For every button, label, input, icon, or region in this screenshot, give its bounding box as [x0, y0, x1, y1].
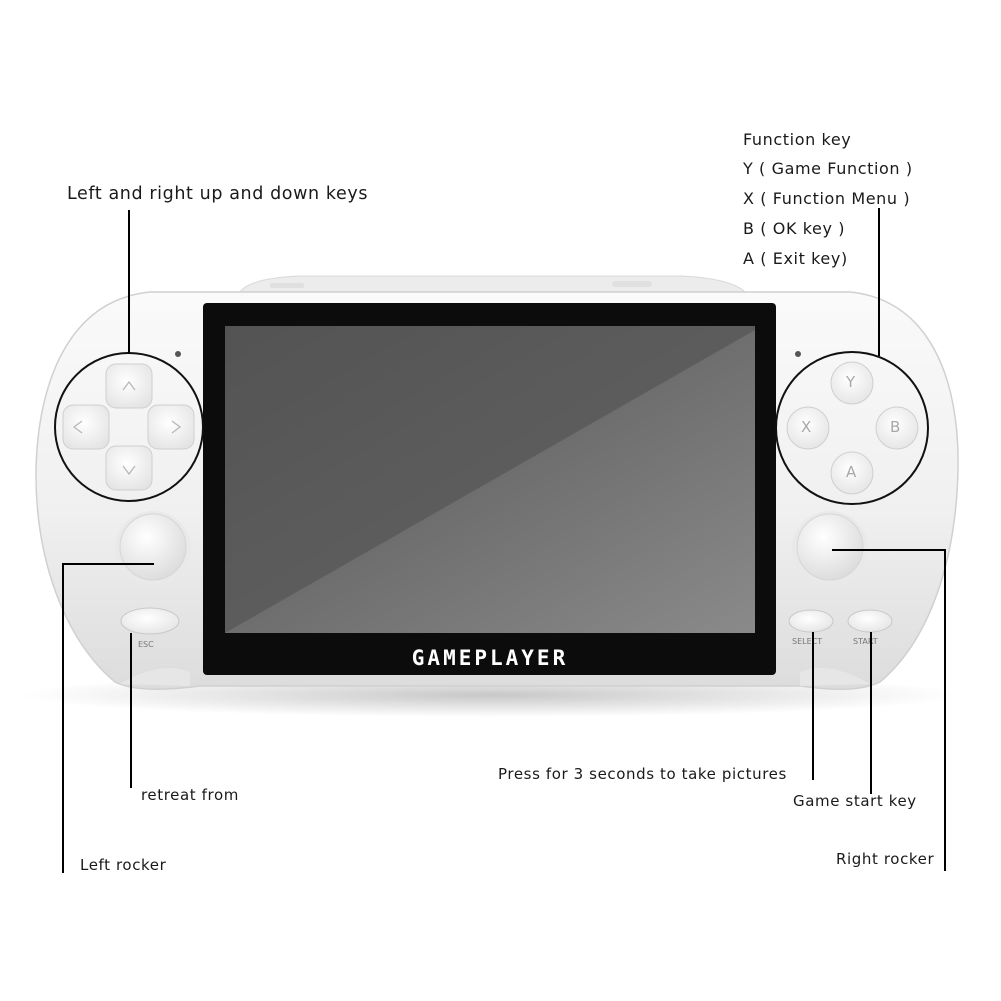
x-button-label: X — [801, 418, 812, 436]
dpad-callout-line — [128, 210, 130, 354]
right-rocker-callout-v — [944, 549, 946, 871]
brand-logo-text: GAMEPLAYER — [411, 646, 569, 670]
function-x-label: X ( Function Menu ) — [743, 189, 911, 208]
screen-reflection — [225, 326, 755, 633]
esc-button — [120, 607, 180, 635]
a-button-label: A — [846, 463, 857, 481]
b-button-label: B — [890, 418, 901, 436]
top-button-left — [270, 283, 304, 288]
left-rocker-callout-h — [62, 563, 154, 565]
top-ridge — [239, 275, 747, 293]
function-y-label: Y ( Game Function ) — [743, 159, 913, 178]
top-button-right — [612, 281, 652, 287]
left-rocker-callout-v — [62, 563, 64, 873]
select-callout-line — [812, 632, 814, 780]
right-analog-stick — [796, 513, 864, 581]
right-rocker-callout-label: Right rocker — [836, 850, 935, 868]
right-grip-edge — [800, 668, 870, 686]
start-button-label: START — [853, 637, 878, 646]
function-b-label: B ( OK key ) — [743, 219, 846, 238]
right-rocker-callout-h — [832, 549, 946, 551]
dpad-callout-label: Left and right up and down keys — [67, 184, 369, 204]
left-indicator-dot — [175, 351, 181, 357]
left-rocker-callout-label: Left rocker — [80, 856, 167, 874]
left-grip-edge — [120, 668, 190, 686]
retreat-callout-label: retreat from — [141, 786, 239, 804]
start-callout-line — [870, 632, 872, 794]
face-buttons — [786, 361, 919, 495]
function-key-title: Function key — [743, 130, 852, 149]
esc-callout-line — [130, 633, 132, 788]
select-button — [788, 609, 834, 633]
esc-button-label: ESC — [138, 640, 154, 649]
select-button-label: SELECT — [792, 637, 823, 646]
face-buttons-highlight-ring — [775, 351, 929, 505]
function-a-label: A ( Exit key) — [743, 249, 848, 268]
select-callout-label: Press for 3 seconds to take pictures — [498, 765, 787, 783]
dpad — [62, 363, 195, 491]
start-button — [847, 609, 893, 633]
left-analog-stick — [119, 513, 187, 581]
start-callout-label: Game start key — [793, 792, 917, 810]
y-button-label: Y — [846, 373, 856, 391]
function-key-callout-line — [878, 208, 880, 356]
right-indicator-dot — [795, 351, 801, 357]
